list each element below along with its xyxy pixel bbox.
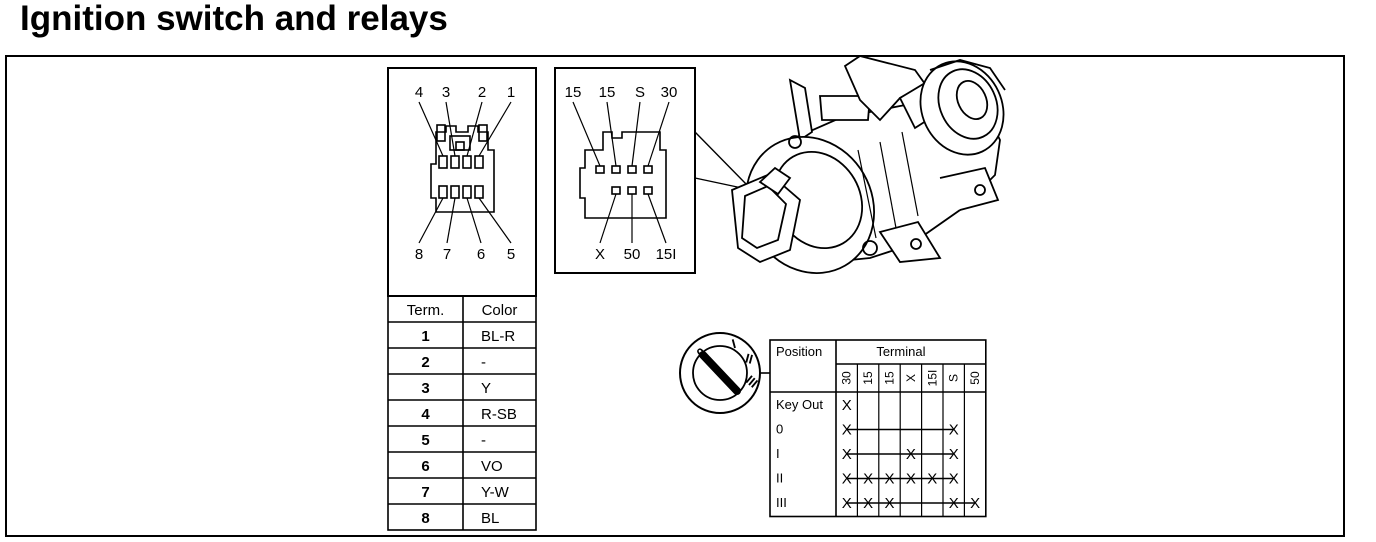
left-bottom-pin-label: 6 (477, 246, 485, 263)
right-connector-panel: 15 15 S 30 X 50 15I (554, 67, 749, 274)
callout-line-upper (694, 131, 749, 187)
terminal-column-header: 50 (968, 371, 982, 385)
color-table-term-cell: 8 (421, 510, 429, 527)
terminal-column-header: 30 (840, 371, 854, 385)
terminal-column-header: 15 (883, 371, 897, 385)
diagram-frame (5, 55, 1345, 537)
color-table-color-cell: - (481, 354, 486, 371)
position-row-label: III (776, 495, 787, 510)
left-pin-bottom (474, 185, 484, 199)
left-pin-bottom (462, 185, 472, 199)
left-top-pin-label: 4 (415, 84, 423, 101)
color-table-color-cell: Y (481, 380, 491, 397)
left-pin-top (438, 155, 448, 169)
color-table-term-cell: 5 (421, 432, 429, 449)
right-top-pin-label: 15 (565, 84, 582, 101)
color-table-color-cell: - (481, 432, 486, 449)
left-pin-bottom (438, 185, 448, 199)
right-pin-top (611, 165, 621, 174)
left-connector-panel: 4 3 2 1 8 7 6 5 (387, 67, 537, 297)
left-top-pin-label: 2 (478, 84, 486, 101)
position-row-label: II (776, 471, 783, 486)
left-connector-housing (430, 124, 495, 213)
terminal-column-header: S (947, 374, 961, 382)
position-table-border (769, 339, 987, 518)
left-pin-top (450, 155, 460, 169)
left-connector-leaders (418, 101, 512, 244)
right-pin-bottom (611, 186, 621, 195)
key-slot (699, 351, 741, 395)
callout-line-lower (694, 177, 743, 189)
right-pin-bottom (643, 186, 653, 195)
terminal-connection-mark: X (842, 397, 852, 414)
color-table-term-cell: 6 (421, 458, 429, 475)
right-connector-pins (595, 165, 653, 195)
color-table-color-cell: R-SB (481, 406, 517, 423)
key-dial-inner (692, 345, 748, 401)
right-connector-leaders (572, 101, 670, 244)
key-position-label: II (744, 350, 755, 366)
right-pin-bottom (627, 186, 637, 195)
color-table-term-cell: 2 (421, 354, 429, 371)
color-table: Term. Color 1 BL-R 2 - 3 Y 4 R-SB 5 - 6 VO 7 Y-W 8 BL (387, 295, 537, 531)
key-position-label: I (730, 336, 737, 351)
left-bottom-pin-label: 8 (415, 246, 423, 263)
position-row-label: Key Out (776, 397, 823, 412)
left-connector-pins (438, 155, 484, 199)
left-pin-top (474, 155, 484, 169)
color-table-term-cell: 3 (421, 380, 429, 397)
right-top-pin-label: S (635, 84, 645, 101)
color-table-color-cell: BL (481, 510, 499, 527)
color-table-color-cell: Y-W (481, 484, 510, 501)
color-table-header-color: Color (482, 302, 518, 319)
left-pin-top (462, 155, 472, 169)
left-top-pin-label: 1 (507, 84, 515, 101)
color-table-term-cell: 4 (421, 406, 430, 423)
terminal-column-header: 15I (925, 370, 939, 387)
right-bottom-pin-label: 50 (624, 246, 641, 263)
terminal-column-header: X (904, 374, 918, 382)
color-table-color-cell: VO (481, 458, 503, 475)
right-top-pin-label: 15 (599, 84, 616, 101)
terminal-column-header: 15 (861, 371, 875, 385)
position-row-label: 0 (776, 422, 783, 437)
left-bottom-pin-label: 5 (507, 246, 515, 263)
color-table-header-term: Term. (407, 302, 445, 319)
ignition-switch-illustration (731, 55, 1006, 274)
right-bottom-pin-label: 15I (656, 246, 677, 263)
position-row-label: I (776, 446, 780, 461)
color-table-border (387, 295, 537, 531)
color-table-term-cell: 7 (421, 484, 429, 501)
right-bottom-pin-label: X (595, 246, 605, 263)
right-pin-top (627, 165, 637, 174)
right-connector-housing (579, 131, 667, 219)
left-bottom-pin-label: 7 (443, 246, 451, 263)
right-top-pin-label: 30 (661, 84, 678, 101)
page-title: Ignition switch and relays (20, 0, 448, 38)
right-pin-top (595, 165, 605, 174)
right-connector-box (554, 67, 696, 274)
left-pin-bottom (450, 185, 460, 199)
left-top-pin-label: 3 (442, 84, 450, 101)
color-table-term-cell: 1 (421, 328, 429, 345)
terminal-header: Terminal (876, 344, 925, 359)
position-header: Position (776, 344, 822, 359)
right-pin-top (643, 165, 653, 174)
color-table-color-cell: BL-R (481, 328, 515, 345)
